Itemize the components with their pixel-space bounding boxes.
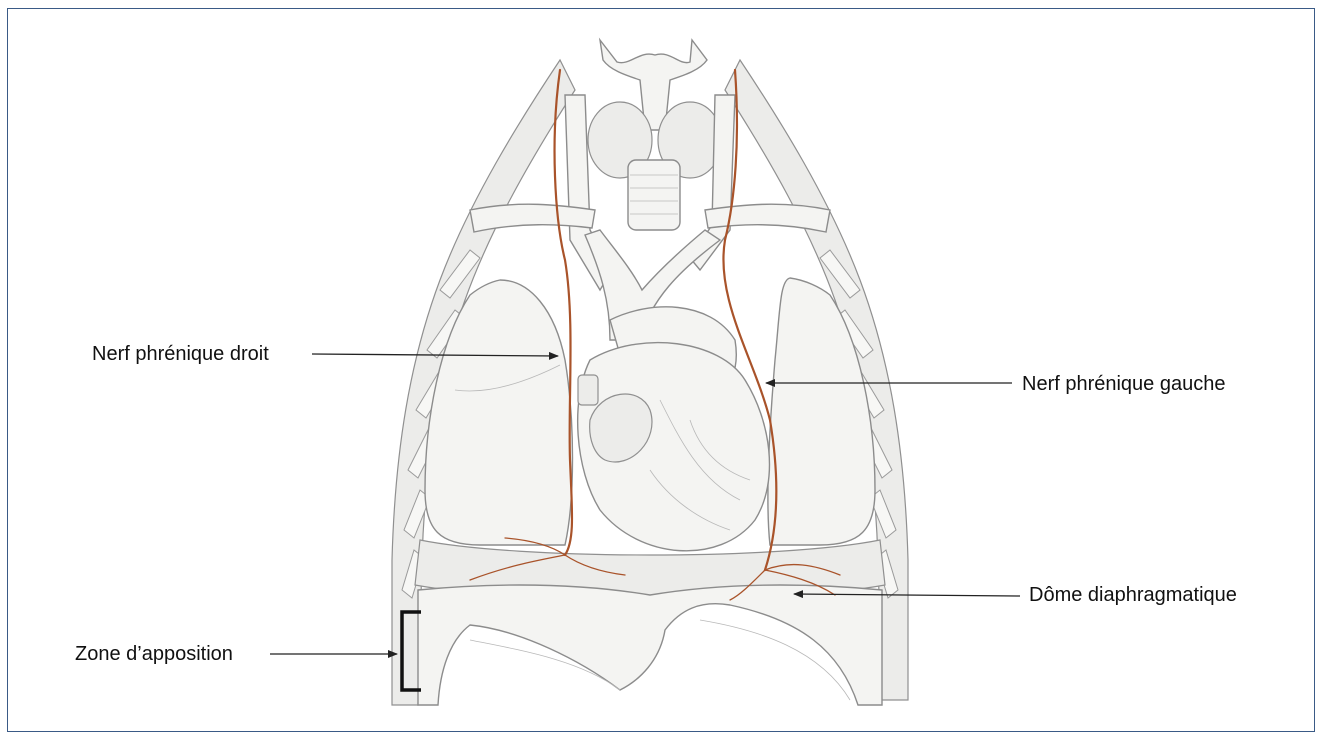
larynx-trachea: [588, 40, 722, 230]
heart: [578, 343, 770, 551]
label-diaphragmatic-dome: Dôme diaphragmatique: [1029, 585, 1237, 605]
label-left-phrenic-nerve: Nerf phrénique gauche: [1022, 374, 1225, 394]
label-right-phrenic-nerve: Nerf phrénique droit: [92, 344, 269, 364]
label-zone-apposition: Zone d’apposition: [75, 644, 233, 664]
diaphragm: [415, 540, 885, 705]
